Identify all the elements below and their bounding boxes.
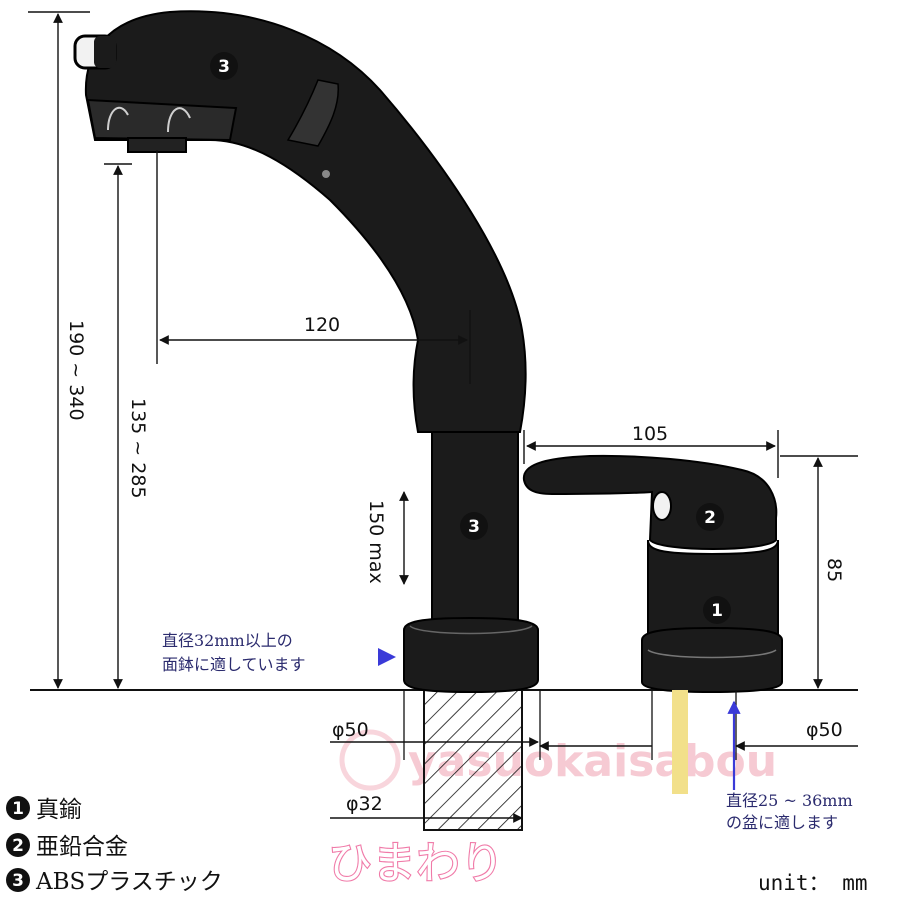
label-handle-height: 85	[823, 558, 845, 582]
material-legend: 1 真鍮 2 亜鉛合金 3 ABSプラスチック	[6, 796, 223, 895]
badge-handle: 2	[696, 503, 724, 531]
label-spout-height: 135 ~ 285	[127, 398, 149, 499]
svg-text:2: 2	[12, 836, 24, 856]
label-extension: 150 max	[365, 500, 387, 584]
label-base-diameter: φ50	[332, 719, 369, 741]
badge-valve: 1	[703, 596, 731, 624]
svg-text:2: 2	[704, 508, 716, 528]
valve-note: 直径25 ~ 36mm の盆に適します	[726, 700, 853, 832]
badge-head: 3	[210, 52, 238, 80]
arrow-right-icon	[378, 648, 396, 666]
watermark-logo: yasuokaisabou	[339, 729, 777, 791]
svg-text:1: 1	[12, 799, 24, 819]
svg-text:1: 1	[711, 601, 723, 621]
unit-label: unit： mm	[758, 871, 868, 895]
label-valve-diameter: φ50	[806, 719, 843, 741]
basin-note-line-1: 直径32mm以上の	[162, 631, 293, 650]
water-supply-line	[672, 690, 688, 794]
basin-note: 直径32mm以上の 面鉢に適しています	[162, 631, 396, 674]
label-handle-length: 105	[632, 423, 668, 445]
stamp-text: ひまわり	[328, 838, 504, 889]
legend-item-3: ABSプラスチック	[35, 869, 223, 895]
label-total-height: 190 ~ 340	[65, 320, 87, 421]
label-hole-diameter: φ32	[346, 793, 383, 815]
svg-text:3: 3	[218, 57, 230, 77]
valve-note-line-2: の盆に適します	[726, 813, 838, 832]
badge-body: 3	[460, 512, 488, 540]
mounting-hole-section	[423, 689, 523, 831]
label-spout-reach: 120	[304, 314, 340, 336]
valve-note-line-1: 直径25 ~ 36mm	[726, 791, 853, 810]
legend-item-1: 真鍮	[36, 797, 82, 823]
mixing-valve	[522, 454, 783, 694]
svg-text:3: 3	[12, 871, 24, 891]
svg-text:3: 3	[468, 517, 480, 537]
spout-body	[73, 10, 539, 694]
legend-item-2: 亜鉛合金	[36, 834, 128, 860]
basin-note-line-2: 面鉢に適しています	[162, 655, 306, 674]
